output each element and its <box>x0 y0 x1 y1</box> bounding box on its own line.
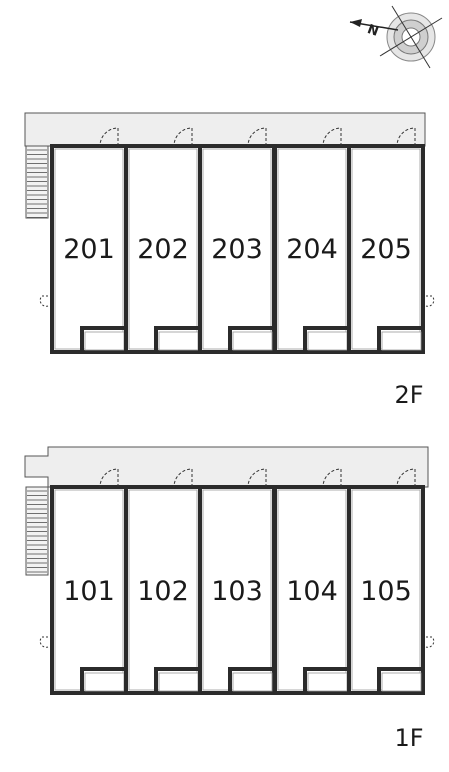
compass-rose-icon: N <box>349 5 443 69</box>
unit-number: 205 <box>360 234 412 265</box>
unit-104: 104 <box>273 468 351 695</box>
door-swing-icon <box>99 468 119 488</box>
balcony-wall <box>228 667 274 693</box>
door-swing-icon <box>396 468 416 488</box>
unit-101: 101 <box>50 468 128 695</box>
balcony <box>158 331 199 351</box>
door-swing-icon <box>322 127 342 147</box>
unit-number: 103 <box>211 576 263 607</box>
unit-wall <box>347 144 425 354</box>
floor-label: 2F <box>394 381 423 409</box>
balcony <box>307 331 348 351</box>
door-swing-icon <box>173 127 193 147</box>
unit-wall <box>198 485 276 695</box>
balcony-wall <box>154 667 200 693</box>
balcony-wall <box>303 667 349 693</box>
door-swing-icon <box>99 127 119 147</box>
door-swing-icon <box>396 127 416 147</box>
door-swing-icon <box>247 468 267 488</box>
balcony-wall <box>228 326 274 352</box>
window-left-icon <box>39 636 49 648</box>
balcony-wall <box>154 326 200 352</box>
unit-203: 203 <box>198 127 276 354</box>
balcony <box>84 331 125 351</box>
balcony-wall <box>80 667 126 693</box>
window-right-icon <box>425 295 435 307</box>
unit-number: 105 <box>360 576 412 607</box>
unit-205: 205 <box>347 127 425 354</box>
unit-102: 102 <box>124 468 202 695</box>
compass-north-label: N <box>365 22 380 40</box>
balcony <box>307 672 348 692</box>
balcony <box>158 672 199 692</box>
window-right-icon <box>425 636 435 648</box>
staircase <box>25 486 49 576</box>
unit-103: 103 <box>198 468 276 695</box>
door-swing-icon <box>322 468 342 488</box>
balcony-wall <box>80 326 126 352</box>
unit-wall <box>50 485 128 695</box>
door-swing-icon <box>247 127 267 147</box>
unit-number: 201 <box>63 234 115 265</box>
balcony <box>232 331 273 351</box>
unit-wall <box>273 485 351 695</box>
unit-wall <box>124 485 202 695</box>
unit-105: 105 <box>347 468 425 695</box>
unit-number: 202 <box>137 234 189 265</box>
balcony <box>84 672 125 692</box>
staircase <box>25 145 49 219</box>
unit-wall <box>124 144 202 354</box>
balcony <box>381 331 422 351</box>
balcony-wall <box>377 667 423 693</box>
unit-number: 204 <box>286 234 338 265</box>
unit-204: 204 <box>273 127 351 354</box>
door-swing-icon <box>173 468 193 488</box>
unit-number: 101 <box>63 576 115 607</box>
unit-wall <box>198 144 276 354</box>
balcony-wall <box>303 326 349 352</box>
unit-number: 102 <box>137 576 189 607</box>
unit-201: 201 <box>50 127 128 354</box>
unit-wall <box>347 485 425 695</box>
balcony <box>232 672 273 692</box>
unit-number: 104 <box>286 576 338 607</box>
balcony-wall <box>377 326 423 352</box>
window-left-icon <box>39 295 49 307</box>
floor-1F: 101 102 103 104 105 1F <box>24 446 435 752</box>
unit-wall <box>50 144 128 354</box>
unit-202: 202 <box>124 127 202 354</box>
floor-2F: 201 202 203 204 205 2F <box>24 112 435 409</box>
floor-label: 1F <box>394 724 423 752</box>
balcony <box>381 672 422 692</box>
corridor <box>24 112 426 147</box>
unit-number: 203 <box>211 234 263 265</box>
corridor <box>24 446 429 488</box>
